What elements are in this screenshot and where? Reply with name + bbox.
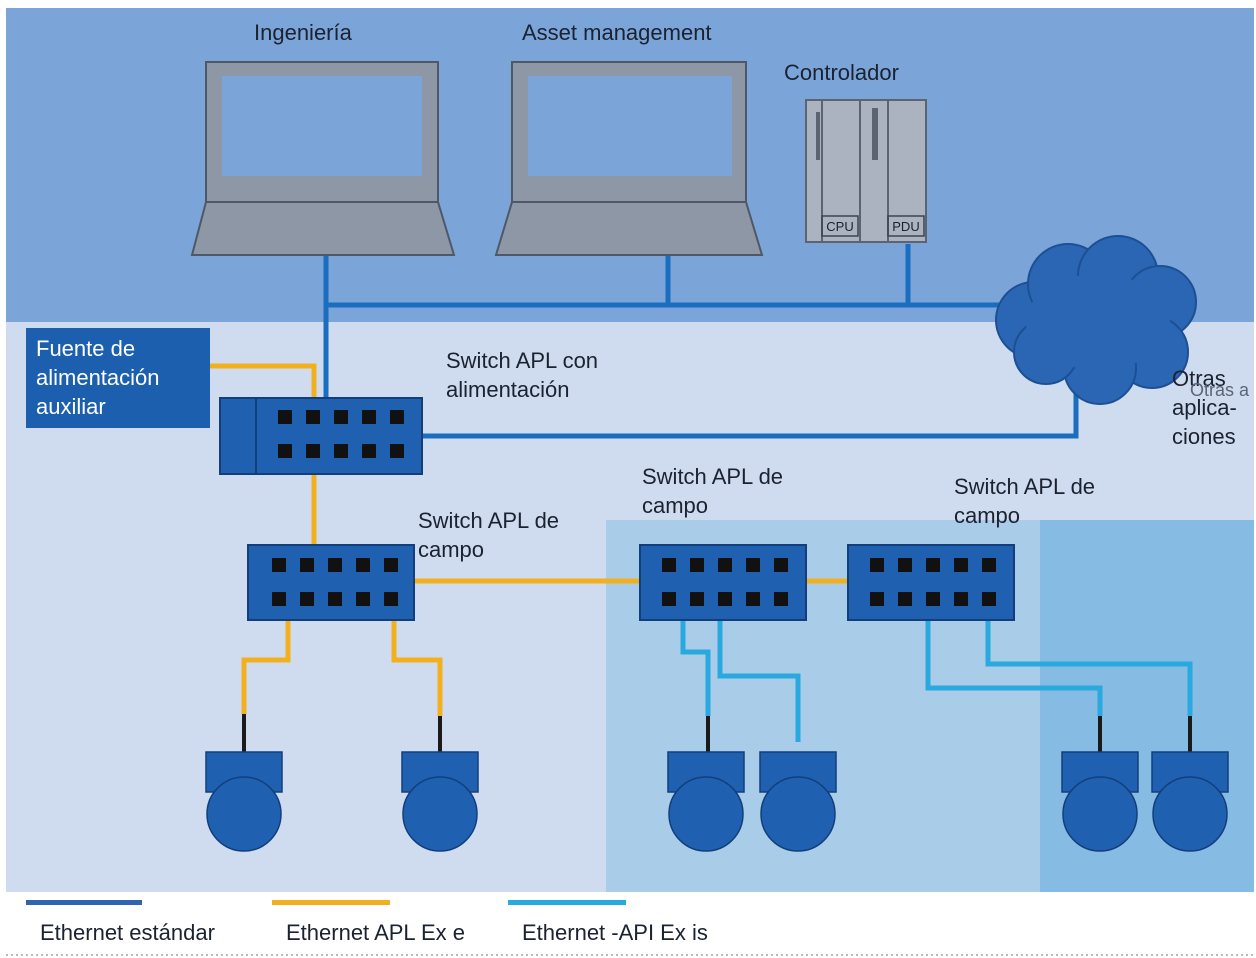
- field-device-3: [667, 751, 745, 852]
- device-cable-stubs: [242, 714, 1192, 752]
- apl-ex-e-links: [210, 363, 848, 716]
- legend-label-apl-ex-is: Ethernet -API Ex is: [522, 920, 708, 945]
- field-device-4: [759, 751, 837, 852]
- aux-power-label: Fuente de alimentación auxiliar: [36, 336, 160, 419]
- legend-label-standard-ethernet: Ethernet estándar: [40, 920, 215, 945]
- field-device-6: [1151, 751, 1229, 852]
- cpu-label: CPU: [826, 219, 853, 234]
- apl-ex-is-links: [680, 620, 1193, 742]
- field-device-1: [205, 751, 283, 852]
- legend-line-apl-ex-e: [272, 900, 390, 905]
- engineering-label: Ingeniería: [254, 20, 352, 45]
- legend-line-apl-ex-is: [508, 900, 626, 905]
- engineering-laptop: [190, 61, 456, 256]
- field-apl-switch-1: [247, 544, 415, 621]
- pdu-label: PDU: [892, 219, 919, 234]
- asset-management-label: Asset management: [522, 20, 712, 45]
- aux-power-supply: [26, 328, 210, 428]
- powered-apl-switch: [219, 397, 423, 475]
- field-switch-1-label: Switch APL de campo: [418, 508, 560, 562]
- other-apps-overlap-label: Otras a: [1190, 380, 1250, 400]
- field-apl-switch-3: [847, 544, 1015, 621]
- field-device-2: [401, 751, 479, 852]
- asset-management-laptop: [494, 61, 764, 256]
- field-apl-switch-2: [639, 544, 807, 621]
- cloud-icon: [995, 235, 1197, 405]
- legend-line-standard-ethernet: [26, 900, 142, 905]
- field-switch-3-label: Switch APL de campo: [954, 474, 1096, 528]
- controller-rack: CPU PDU: [805, 99, 927, 243]
- standard-ethernet-links: [323, 244, 1079, 439]
- controller-label: Controlador: [784, 60, 899, 85]
- other-apps-label: Otras aplica- ciones: [1172, 366, 1237, 449]
- powered-switch-label: Switch APL con alimentación: [446, 348, 599, 402]
- field-switch-2-label: Switch APL de campo: [642, 464, 784, 518]
- field-device-5: [1061, 751, 1139, 852]
- legend-label-apl-ex-e: Ethernet APL Ex e: [286, 920, 465, 945]
